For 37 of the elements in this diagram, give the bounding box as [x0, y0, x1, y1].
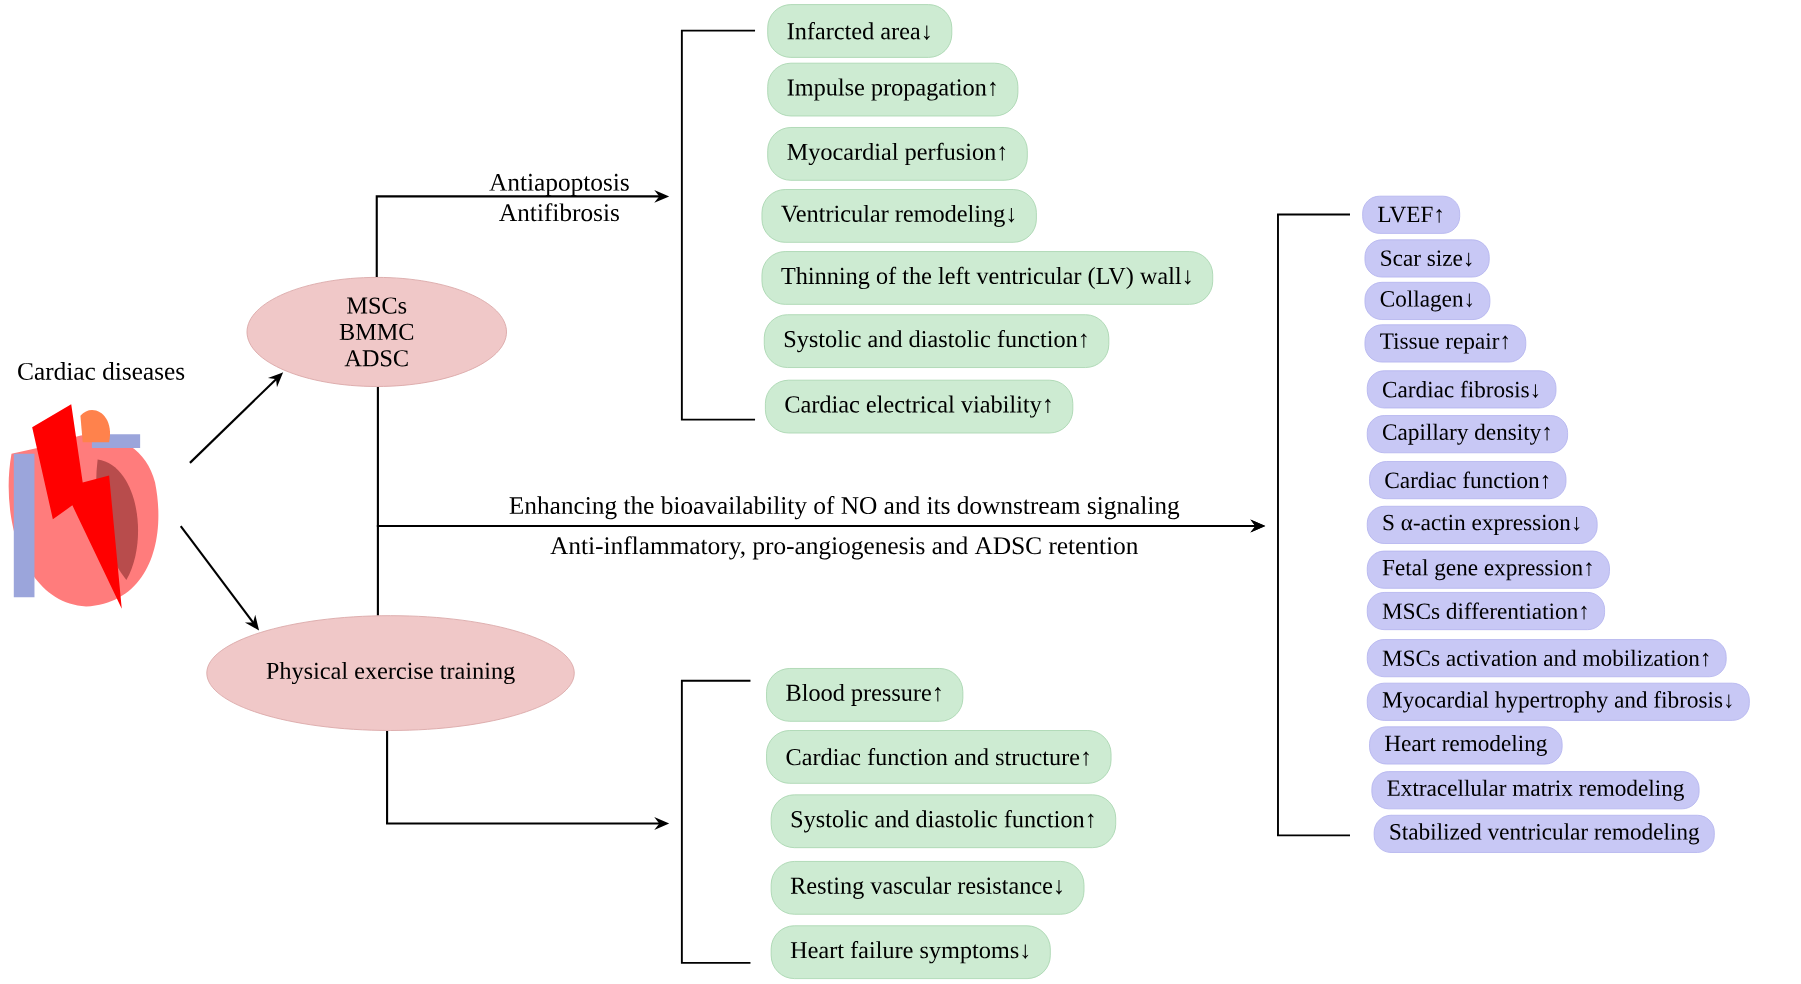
result-pill: Cardiac electrical viability↑ [765, 379, 1074, 434]
node-label: Cardiac diseases [18, 361, 185, 380]
heart-drawing [8, 404, 159, 609]
bracket [680, 29, 756, 421]
result-pill: Ventricular remodeling↓ [761, 188, 1037, 243]
outcome-pill: Myocardial hypertrophy and fibrosis↓ [1366, 682, 1750, 721]
outcome-pill: S α-actin expression↓ [1366, 505, 1598, 544]
result-pill: Thinning of the left ventricular (LV) wall↓ [761, 250, 1214, 305]
outcome-pill: Capillary density↑ [1366, 414, 1568, 454]
result-pill: Heart failure symptoms↓ [770, 925, 1051, 979]
result-pill: Myocardial perfusion↑ [767, 126, 1028, 181]
edge-label: Antiapoptosis Antifibrosis [489, 173, 629, 222]
ellipse-node: Physical exercise training [206, 615, 575, 731]
outcome-pill: Scar size↓ [1364, 239, 1490, 278]
edge-label: Enhancing the bioavailability of NO and its downstream signaling [509, 495, 1180, 520]
result-pill: Blood pressure↑ [766, 667, 964, 722]
outcome-pill: Cardiac fibrosis↓ [1366, 370, 1557, 409]
edge-label: Anti-inflammatory, pro-angiogenesis and ADSC retention [550, 536, 1139, 560]
bracket [680, 679, 752, 964]
outcome-pill: Fetal gene expression↑ [1366, 550, 1610, 589]
ellipse-node: MSCs BMMC ADSC [246, 276, 507, 387]
outcome-pill: MSCs differentiation↑ [1366, 591, 1605, 630]
result-pill: Infarcted area↓ [767, 4, 953, 58]
outcome-pill: Tissue repair↑ [1364, 324, 1527, 363]
outcome-pill: Heart remodeling [1369, 726, 1563, 765]
result-pill: Resting vascular resistance↓ [770, 860, 1085, 915]
bracket [1277, 213, 1351, 837]
outcome-pill: Collagen↓ [1364, 281, 1491, 320]
result-pill: Cardiac function and structure↑ [766, 729, 1112, 784]
outcome-pill: Extracellular matrix remodeling [1371, 771, 1700, 810]
outcome-pill: Stabilized ventricular remodeling [1373, 814, 1715, 853]
result-pill: Systolic and diastolic function↑ [770, 794, 1117, 848]
outcome-pill: Cardiac function↑ [1369, 460, 1567, 499]
outcome-pill: MSCs activation and mobilization↑ [1366, 638, 1727, 677]
result-pill: Systolic and diastolic function↑ [763, 314, 1110, 368]
result-pill: Impulse propagation↑ [767, 62, 1019, 117]
outcome-pill: LVEF↑ [1362, 195, 1461, 234]
